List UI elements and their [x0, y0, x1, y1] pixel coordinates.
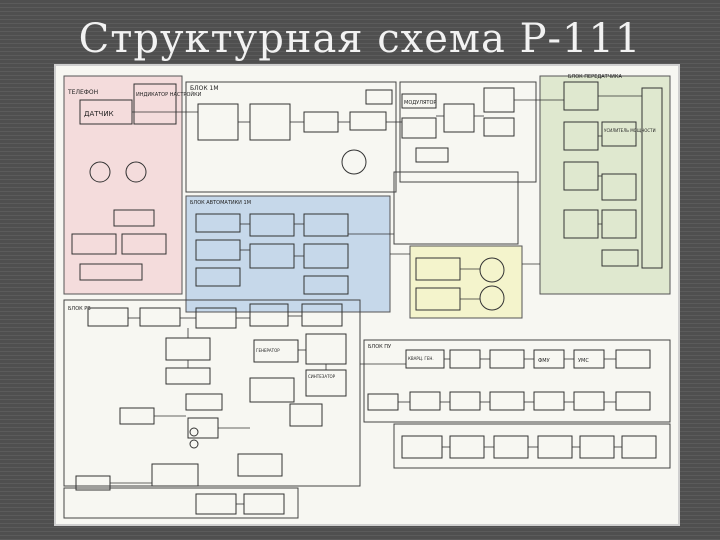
pink-block	[63, 75, 183, 295]
yellow-block	[409, 245, 523, 319]
blue-block	[185, 195, 391, 313]
block-1m-label: БЛОК 1М	[190, 85, 219, 92]
moduljator-label: МОДУЛЯТОР	[404, 100, 436, 106]
telephone-label: ТЕЛЕФОН	[67, 89, 98, 96]
slide-title: Структурная схема Р-111	[78, 16, 642, 62]
sintezator-label: СИНТЕЗАТОР	[308, 374, 336, 379]
kvarc-label: КВАРЦ. ГЕН.	[408, 356, 434, 361]
usilitel-label: УСИЛИТЕЛЬ МОЩНОСТИ	[604, 128, 656, 133]
fmu-label: ФМУ	[538, 358, 550, 364]
structural-diagram: ДАТЧИК ТЕЛЕФОН ИНДИКАТОР НАСТРОЙКИ БЛОК …	[63, 74, 671, 519]
block-rv-label: БЛОК РВ	[68, 306, 91, 312]
generator-label: ГЕНЕРАТОР	[256, 348, 280, 353]
green-block	[539, 75, 671, 295]
block-avtomatiki-label: БЛОК АВТОМАТИКИ 1М	[190, 200, 251, 206]
ums-label: УМС	[578, 358, 589, 364]
indikator-label: ИНДИКАТОР НАСТРОЙКИ	[136, 91, 202, 98]
datchik-label: ДАТЧИК	[84, 110, 114, 118]
block-pu-label: БЛОК ПУ	[368, 344, 391, 350]
block-peredatchika-label: БЛОК ПЕРЕДАТЧИКА	[568, 74, 622, 80]
